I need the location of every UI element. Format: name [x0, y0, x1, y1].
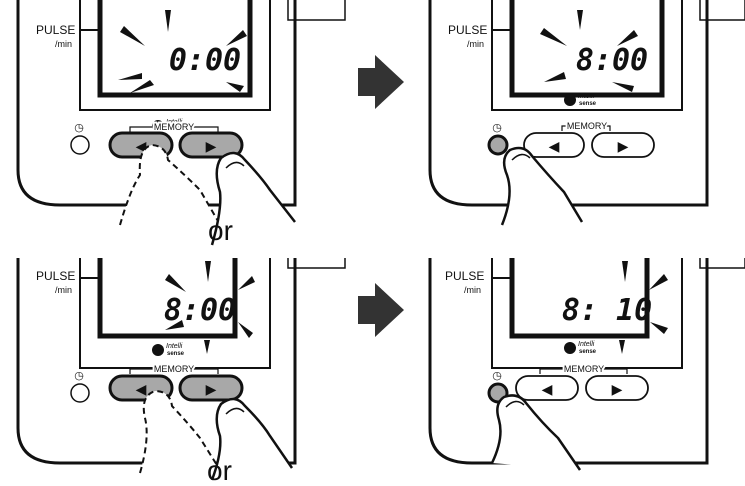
- memory-next-button[interactable]: [585, 375, 649, 401]
- blink-marks: [540, 10, 638, 92]
- cuff-outline: [699, 258, 745, 269]
- clock-icon: ◷: [74, 370, 84, 382]
- monitor-body-outline: [428, 0, 709, 207]
- blink-marks: [118, 10, 247, 93]
- memory-next-button[interactable]: [178, 131, 244, 159]
- pulse-label: PULSE: [36, 269, 75, 283]
- next-step-arrow-icon: [358, 55, 404, 109]
- clock-button[interactable]: [487, 134, 509, 156]
- right-arrow-icon: ▶: [206, 381, 217, 397]
- svg-text:sense: sense: [579, 101, 597, 107]
- memory-bracket: [539, 368, 628, 374]
- blink-marks: [165, 261, 255, 354]
- panel-step2a: PULSE /min 8:00 Intelli sense ◷ MEMORY ◀…: [16, 258, 346, 486]
- heart-icon: [152, 344, 164, 356]
- panel-step1a: PULSE /min 0:00 Intelli sense ◷ MEMORY ◀…: [16, 0, 346, 246]
- memory-prev-button[interactable]: [515, 375, 579, 401]
- memory-label: MEMORY: [154, 364, 194, 374]
- clock-icon: ◷: [74, 122, 84, 134]
- lcd-screen: [509, 0, 665, 98]
- clock-icon: ◷: [492, 122, 502, 134]
- svg-text:sense: sense: [167, 351, 185, 357]
- memory-bracket: [129, 126, 219, 132]
- fingernail-icon: [511, 153, 531, 161]
- lcd-screen: [97, 258, 238, 339]
- clock-button[interactable]: [70, 135, 90, 155]
- svg-text:Intelli: Intelli: [578, 93, 595, 100]
- pulse-unit: /min: [464, 285, 481, 295]
- left-arrow-icon: ◀: [542, 381, 553, 397]
- next-step-arrow-icon: [358, 283, 404, 337]
- cuff-outline: [287, 0, 346, 21]
- lcd-time-readout: 0:00: [169, 43, 241, 78]
- cuff-outline: [287, 258, 346, 269]
- left-arrow-icon: ◀: [549, 138, 560, 154]
- memory-label: MEMORY: [567, 121, 607, 131]
- pulse-label: PULSE: [36, 23, 75, 37]
- svg-text:sense: sense: [579, 349, 597, 355]
- left-arrow-icon: ◀: [136, 381, 147, 397]
- monitor-inner-frame: [79, 0, 271, 111]
- pulse-label: PULSE: [448, 23, 487, 37]
- right-arrow-icon: ▶: [618, 138, 629, 154]
- pulse-unit: /min: [467, 39, 484, 49]
- lcd-screen: [97, 0, 253, 98]
- monitor-body-outline: [16, 0, 297, 207]
- memory-bracket: [561, 125, 611, 131]
- finger-solid-icon: [210, 397, 294, 481]
- right-arrow-icon: ▶: [206, 138, 217, 154]
- memory-label: MEMORY: [564, 364, 604, 374]
- lcd-screen: [509, 258, 650, 339]
- pulse-unit: /min: [55, 285, 72, 295]
- left-arrow-icon: ◀: [136, 138, 147, 154]
- brand-logo: Intelli sense: [152, 119, 185, 133]
- svg-text:Intelli: Intelli: [166, 343, 183, 350]
- heart-icon: [564, 94, 576, 106]
- memory-next-button[interactable]: [591, 132, 655, 158]
- memory-prev-button[interactable]: [523, 132, 585, 158]
- brand-logo: Intelli sense: [152, 343, 185, 357]
- panel-step1b: PULSE /min 8:00 Intelli sense ◷ MEMORY ◀…: [428, 0, 745, 226]
- memory-bracket: [129, 368, 219, 374]
- monitor-inner-frame: [491, 258, 683, 369]
- cuff-outline: [699, 0, 745, 21]
- svg-text:sense: sense: [167, 127, 185, 133]
- or-label: or: [207, 455, 232, 486]
- lcd-time-readout: 8: 10: [562, 293, 652, 328]
- memory-next-button[interactable]: [178, 374, 244, 402]
- heart-icon: [152, 120, 164, 132]
- panel-step2b: PULSE /min 8: 10 Intelli sense ◷ MEMORY …: [428, 258, 745, 471]
- brand-logo: Intelli sense: [564, 93, 597, 107]
- svg-text:Intelli: Intelli: [166, 119, 183, 126]
- finger-solid-icon: [500, 146, 584, 226]
- finger-dashed-icon: [139, 389, 221, 474]
- monitor-inner-frame: [491, 0, 683, 111]
- fingernail-icon: [505, 400, 525, 408]
- right-arrow-icon: ▶: [612, 381, 623, 397]
- brand-logo: Intelli sense: [564, 341, 597, 355]
- lcd-time-readout: 8:00: [576, 43, 648, 78]
- lcd-time-readout: 8:00: [164, 293, 236, 328]
- fingernail-icon: [225, 407, 245, 415]
- blink-marks: [619, 261, 668, 354]
- finger-solid-icon: [210, 151, 296, 246]
- pulse-unit: /min: [55, 39, 72, 49]
- pulse-label: PULSE: [445, 269, 484, 283]
- monitor-inner-frame: [79, 258, 271, 369]
- heart-icon: [564, 342, 576, 354]
- svg-text:Intelli: Intelli: [578, 341, 595, 348]
- clock-button[interactable]: [70, 383, 90, 403]
- finger-solid-icon: [490, 394, 582, 471]
- monitor-body-outline: [16, 258, 297, 465]
- finger-dashed-icon: [119, 143, 223, 229]
- monitor-body-outline: [428, 258, 709, 465]
- or-label: or: [208, 215, 233, 246]
- memory-label: MEMORY: [154, 122, 194, 132]
- clock-icon: ◷: [492, 370, 502, 382]
- fingernail-icon: [225, 161, 245, 169]
